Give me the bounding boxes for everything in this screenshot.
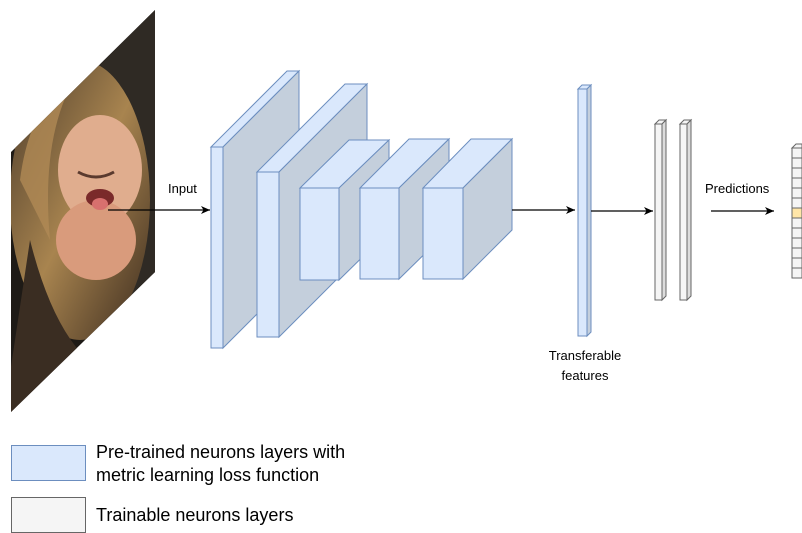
- legend-pretrained-line1: Pre-trained neurons layers with: [96, 442, 346, 462]
- legend-text-trainable: Trainable neurons layers: [96, 504, 293, 527]
- prediction-cell: [791, 237, 802, 249]
- prediction-cell: [791, 177, 802, 189]
- transferable-label-line2: features: [562, 368, 609, 383]
- prediction-cell: [791, 187, 802, 199]
- prediction-cell: [791, 157, 802, 169]
- prediction-vector: [790, 143, 802, 279]
- input-face-image: [11, 10, 155, 412]
- prediction-cell: [791, 257, 802, 269]
- conv-block-5: [421, 137, 514, 281]
- legend-swatch-pretrained: [11, 445, 86, 481]
- prediction-cell: [791, 167, 802, 179]
- prediction-cell-highlighted: [791, 207, 802, 219]
- transferable-label-line1: Transferable: [549, 348, 622, 363]
- trainable-layer-1: [653, 118, 668, 302]
- input-label: Input: [168, 181, 197, 196]
- legend-pretrained-line2: metric learning loss function: [96, 465, 320, 485]
- transferable-features-layer: [576, 83, 593, 338]
- prediction-cell: [791, 147, 802, 159]
- prediction-cell: [791, 247, 802, 259]
- legend-trainable-line1: Trainable neurons layers: [96, 505, 294, 525]
- legend-text-pretrained: Pre-trained neurons layers with metric l…: [96, 441, 345, 487]
- prediction-cell: [791, 267, 802, 279]
- legend-swatch-trainable: [11, 497, 86, 533]
- predictions-label: Predictions: [705, 181, 770, 196]
- prediction-cell: [791, 217, 802, 229]
- trainable-layer-2: [678, 118, 693, 302]
- prediction-cell: [791, 227, 802, 239]
- prediction-cell: [791, 197, 802, 209]
